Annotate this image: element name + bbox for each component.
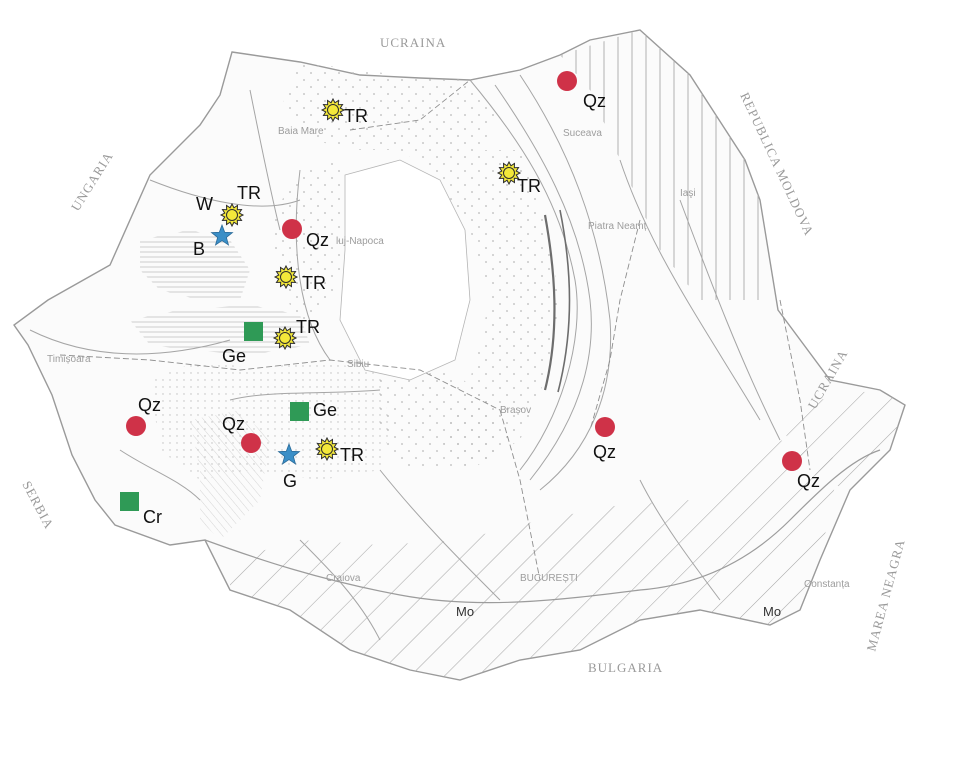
label-qz-dobrogea: Qz	[797, 471, 820, 491]
tr-sun-icon	[496, 160, 522, 186]
city-baia-mare: Baia Mare	[278, 126, 324, 137]
label-ucraina-north: UCRAINA	[380, 35, 446, 50]
city-craiova: Craiova	[326, 573, 361, 584]
zone-timisoara-hlines	[130, 305, 310, 355]
qz-marker	[782, 451, 802, 471]
qz-marker	[126, 416, 146, 436]
b-star-icon	[210, 223, 234, 246]
qz-marker	[282, 219, 302, 239]
ge-marker	[290, 402, 309, 421]
zone-east-vertical	[560, 30, 760, 300]
tr-markers	[219, 97, 522, 462]
zone-apuseni-hlines	[140, 230, 250, 300]
label-ge-2: Ge	[313, 400, 337, 420]
geologic-boundaries	[29, 74, 781, 641]
city-iasi: Iaşi	[680, 188, 696, 199]
city-brasov: Brașov	[500, 405, 531, 416]
g-star-icon	[277, 442, 301, 465]
qz-marker	[595, 417, 615, 437]
city-piatra-neamt: Piatra Neamț	[588, 221, 647, 232]
label-tr-apuseni: TR	[302, 273, 326, 293]
zone-label-mo-east: Mo	[763, 604, 781, 619]
city-timisoara: Timișoara	[47, 354, 91, 365]
ge-marker	[244, 322, 263, 341]
label-tr-south: TR	[340, 445, 364, 465]
ge-markers	[120, 322, 309, 511]
roads	[59, 79, 811, 581]
tr-sun-icon	[320, 97, 346, 123]
label-qz-hunedoara: Qz	[222, 414, 245, 434]
label-qz-banat: Qz	[138, 395, 161, 415]
label-serbia: SERBIA	[19, 478, 57, 531]
city-cluj: luj-Napoca	[336, 236, 384, 247]
label-ungaria: UNGARIA	[68, 149, 116, 214]
city-bucuresti: BUCUREȘTI	[520, 573, 578, 584]
label-tr-west: TR	[237, 183, 261, 203]
label-qz-cluj: Qz	[306, 230, 329, 250]
city-suceava: Suceava	[563, 128, 602, 139]
label-marea-neagra: MAREA NEAGRA	[863, 537, 907, 653]
cr-marker	[120, 492, 139, 511]
label-tr-east: TR	[517, 176, 541, 196]
zone-north-dots	[280, 62, 500, 170]
label-qz-suceava: Qz	[583, 91, 606, 111]
zone-label-mo-west: Mo	[456, 604, 474, 619]
qz-marker	[557, 71, 577, 91]
label-ge-1: Ge	[222, 346, 246, 366]
zone-transylvania-blank	[339, 159, 471, 381]
city-constanta: Constanța	[804, 579, 850, 590]
label-bulgaria: BULGARIA	[588, 660, 663, 675]
tr-sun-icon	[314, 436, 340, 462]
tr-sun-icon	[273, 264, 299, 290]
qz-marker	[241, 433, 261, 453]
tr-sun-icon	[272, 325, 298, 351]
star-markers	[210, 223, 301, 465]
label-tr-baia-mare: TR	[344, 106, 368, 126]
label-w: W	[196, 194, 213, 214]
zone-south-diag	[230, 440, 840, 680]
qz-markers	[126, 71, 802, 471]
zone-carpathians-dots	[430, 150, 560, 470]
tr-sun-icon	[219, 202, 245, 228]
label-tr-mures: TR	[296, 317, 320, 337]
city-sibiu: Sibiu	[347, 359, 369, 370]
river-danube	[204, 449, 881, 604]
label-qz-buzau: Qz	[593, 442, 616, 462]
label-g: G	[283, 471, 297, 491]
zone-dobrogea-diag	[780, 390, 905, 490]
label-cr: Cr	[143, 507, 162, 527]
label-b: B	[193, 239, 205, 259]
